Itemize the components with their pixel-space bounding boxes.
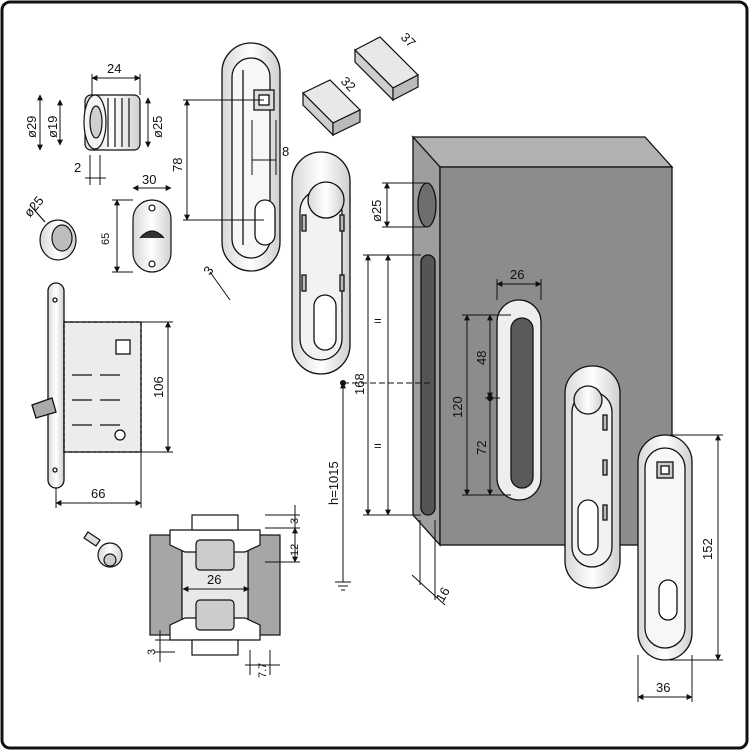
dim-36: 36 — [656, 680, 670, 695]
center-dot — [340, 380, 346, 386]
handle-plate-front — [221, 42, 281, 272]
cylinder-part — [83, 94, 141, 151]
dim-8: 8 — [282, 144, 289, 159]
dim-d19: ø19 — [45, 116, 60, 138]
dim-120: 120 — [450, 396, 465, 418]
center-dot-slot — [487, 395, 493, 401]
key-cylinder — [83, 531, 123, 568]
handle-plate-back — [291, 151, 351, 375]
dim-66: 66 — [91, 486, 105, 501]
oval-plate — [132, 199, 172, 273]
section-view — [149, 514, 281, 656]
dim-30: 30 — [142, 172, 156, 187]
dim-37: 37 — [398, 30, 419, 51]
dim-d25-door: ø25 — [369, 200, 384, 222]
handle-back-right — [564, 365, 621, 589]
handle-right-dims — [637, 434, 723, 702]
dim-3-handle: 3 — [200, 263, 216, 278]
dim-48: 48 — [474, 351, 489, 365]
dim-24: 24 — [107, 61, 121, 76]
dim-168: 168 — [352, 373, 367, 395]
dim-2: 2 — [74, 160, 81, 175]
lock-body — [31, 282, 142, 489]
dim-3-section-bottom: 3 — [146, 649, 158, 655]
cylinder-dims — [37, 74, 151, 185]
dim-26-section: 26 — [207, 572, 221, 587]
dim-26-slot: 26 — [510, 267, 524, 282]
dim-7-7: 7.7 — [257, 663, 269, 678]
dim-h1015: h=1015 — [326, 461, 341, 505]
handle-front-right — [637, 434, 693, 661]
handle-front-dims — [183, 99, 277, 301]
dim-12: 12 — [289, 544, 301, 556]
oval-plate-dims — [112, 185, 172, 273]
dim-3-section-top: 3 — [289, 518, 301, 524]
lock-dims — [55, 321, 173, 508]
section-dims — [155, 505, 300, 675]
dim-d29: ø29 — [24, 116, 39, 138]
dim-152: 152 — [700, 538, 715, 560]
wood-block-37 — [353, 36, 420, 102]
dim-78: 78 — [170, 158, 185, 172]
dim-106: 106 — [151, 376, 166, 398]
dim-eq-top: = — [374, 313, 382, 328]
dim-d25-ring: ø25 — [21, 193, 47, 220]
dim-eq-bottom: = — [374, 438, 382, 453]
wood-block-32 — [301, 79, 362, 137]
dim-16: 16 — [433, 584, 453, 604]
dim-65: 65 — [100, 233, 112, 245]
door-block — [411, 135, 674, 547]
dim-d25-cyl: ø25 — [150, 116, 165, 138]
door-dims — [335, 182, 542, 606]
dim-72: 72 — [474, 441, 489, 455]
ring-part — [29, 204, 77, 261]
